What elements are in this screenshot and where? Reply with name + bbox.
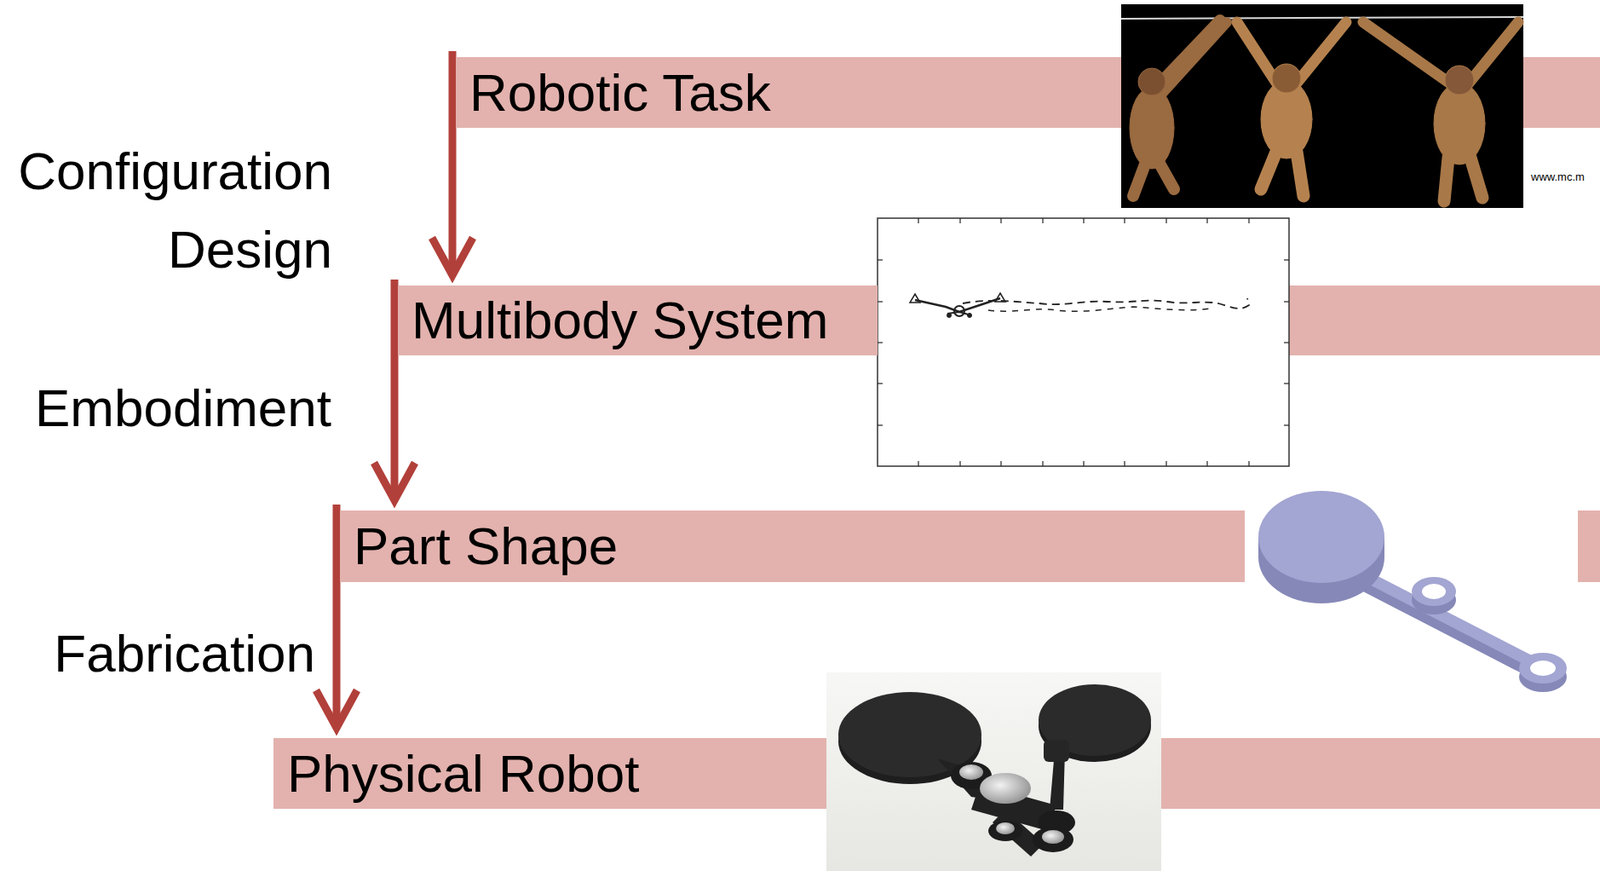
process-band: Part Shape [339,510,1245,582]
band-title: Part Shape [353,519,618,573]
part-shape-model [1258,490,1567,692]
process-band: Robotic Task [455,57,1122,128]
band-title: Robotic Task [469,66,772,120]
band-title: Physical Robot [287,747,640,800]
process-band: Multibody System [397,285,878,356]
band-title: Multibody System [411,293,829,347]
process-band: Physical Robot [273,737,827,809]
watermark: www.mc.m [1530,170,1585,184]
trajectory-plot [877,218,1290,467]
step-label: Configuration Design [3,132,333,289]
robot-photo [826,672,1162,871]
step-label: Fabrication [8,614,316,693]
band-segment [1577,510,1600,582]
gibbon-photo [1121,4,1524,208]
step-label: Embodiment [7,368,332,448]
